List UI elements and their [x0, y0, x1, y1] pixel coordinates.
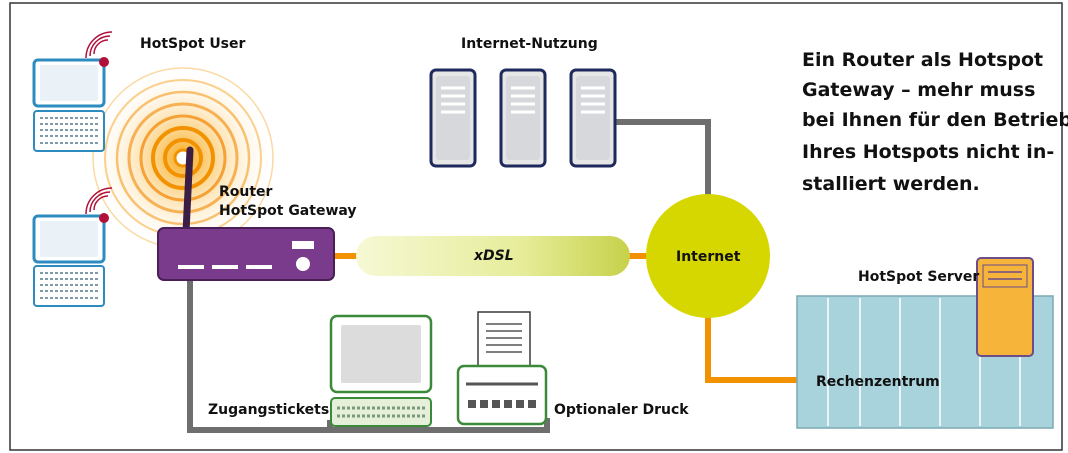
datacenter-link — [705, 315, 800, 383]
laptop-icon — [32, 214, 106, 307]
label-data-center: Rechenzentrum — [816, 374, 940, 390]
lan-link — [187, 280, 550, 433]
label-internet: Internet — [676, 249, 741, 265]
label-hotspot-user: HotSpot User — [140, 36, 246, 52]
internet-node — [646, 194, 770, 318]
wifi-icon — [85, 187, 113, 223]
diagram-frame — [9, 2, 1063, 451]
headline-line: Ihres Hotspots nicht in- — [802, 141, 1054, 163]
server-icon — [499, 68, 547, 168]
headline: Ein Router als Hotspot Gateway – mehr mu… — [802, 49, 1068, 195]
server-icon — [569, 68, 617, 168]
label-xdsl: xDSL — [473, 248, 514, 264]
server-icon — [976, 257, 1034, 357]
router-icon — [157, 146, 335, 281]
server-icon — [429, 68, 477, 168]
label-optional-print: Optionaler Druck — [554, 402, 689, 418]
label-hotspot-gateway: HotSpot Gateway — [219, 203, 357, 219]
xdsl-link — [356, 236, 630, 276]
keyboard-icon — [330, 397, 432, 427]
label-internet-usage: Internet-Nutzung — [461, 36, 598, 52]
label-access-tickets: Zugangstickets — [208, 402, 329, 418]
headline-line: Ein Router als Hotspot — [802, 49, 1043, 71]
wifi-icon — [85, 31, 113, 67]
headline-line: bei Ihnen für den Betrieb — [802, 109, 1068, 131]
laptop-icon — [32, 58, 106, 152]
headline-line: stalliert werden. — [802, 173, 980, 195]
headline-line: Gateway – mehr muss — [802, 79, 1035, 101]
wifi-signal — [91, 66, 275, 250]
label-router: Router — [219, 184, 273, 200]
printer-icon — [456, 311, 548, 426]
label-hotspot-server: HotSpot Server — [858, 269, 979, 285]
monitor-icon — [329, 314, 433, 394]
internet-usage-link — [610, 119, 711, 200]
